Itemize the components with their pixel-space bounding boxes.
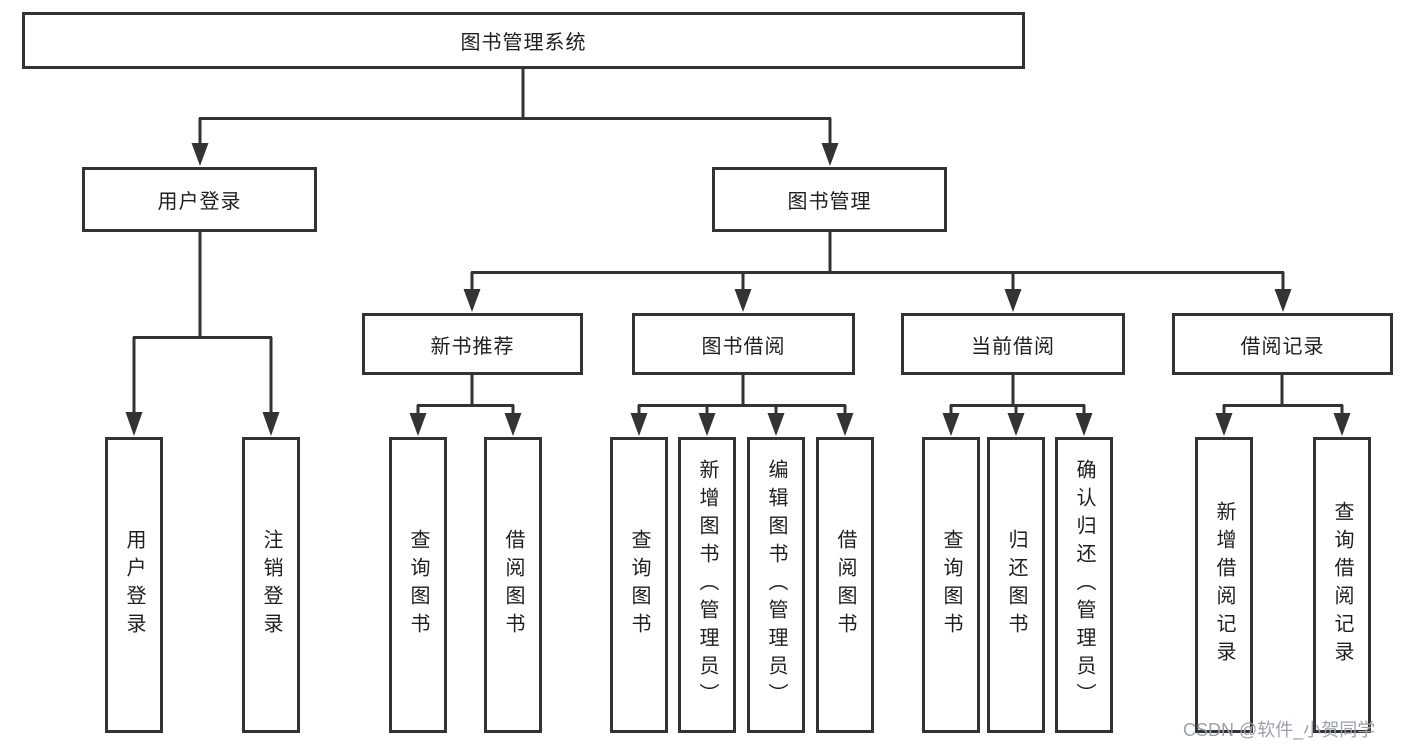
leaf-user-login: 用户登录 [105, 437, 163, 733]
node-root-label: 图书管理系统 [460, 32, 587, 54]
leaf-query-books-3-label: 查询图书 [940, 529, 962, 641]
leaf-confirm-return-admin-label: 确认归还（管理员） [1073, 459, 1095, 711]
leaf-query-borrow-record: 查询借阅记录 [1313, 437, 1371, 733]
node-borrowing-records-label: 借阅记录 [1240, 335, 1325, 358]
node-borrowing-records: 借阅记录 [1172, 313, 1393, 375]
leaf-confirm-return-admin: 确认归还（管理员） [1055, 437, 1113, 733]
node-new-book-recommend-label: 新书推荐 [430, 335, 515, 358]
leaf-logout-label: 注销登录 [260, 529, 282, 641]
node-book-borrowing: 图书借阅 [632, 313, 855, 375]
node-new-book-recommend: 新书推荐 [362, 313, 583, 375]
leaf-query-books-1: 查询图书 [389, 437, 447, 733]
leaf-edit-books-admin: 编辑图书（管理员） [747, 437, 805, 733]
node-current-borrowing-label: 当前借阅 [971, 335, 1055, 358]
leaf-borrow-books-2: 借阅图书 [816, 437, 874, 733]
leaf-borrow-books-1-label: 借阅图书 [502, 529, 524, 641]
node-book-management: 图书管理 [712, 167, 947, 232]
leaf-return-books: 归还图书 [987, 437, 1045, 733]
leaf-borrow-books-1: 借阅图书 [484, 437, 542, 733]
leaf-query-books-1-label: 查询图书 [407, 529, 429, 641]
leaf-user-login-label: 用户登录 [123, 529, 145, 641]
leaf-edit-books-admin-label: 编辑图书（管理员） [765, 459, 787, 711]
leaf-query-books-2-label: 查询图书 [628, 529, 650, 641]
node-book-management-label: 图书管理 [787, 191, 872, 213]
node-root: 图书管理系统 [22, 12, 1025, 69]
node-current-borrowing: 当前借阅 [901, 313, 1125, 375]
leaf-query-books-3: 查询图书 [922, 437, 980, 733]
node-book-borrowing-label: 图书借阅 [701, 335, 786, 358]
leaf-logout: 注销登录 [242, 437, 300, 733]
leaf-return-books-label: 归还图书 [1005, 529, 1027, 641]
leaf-add-borrow-record: 新增借阅记录 [1195, 437, 1253, 733]
node-user-login-label: 用户登录 [157, 191, 242, 213]
leaf-add-borrow-record-label: 新增借阅记录 [1213, 501, 1235, 669]
leaf-query-borrow-record-label: 查询借阅记录 [1331, 501, 1353, 669]
leaf-query-books-2: 查询图书 [610, 437, 668, 733]
leaf-add-books-admin: 新增图书（管理员） [678, 437, 736, 733]
leaf-add-books-admin-label: 新增图书（管理员） [696, 459, 718, 711]
node-user-login: 用户登录 [82, 167, 317, 232]
leaf-borrow-books-2-label: 借阅图书 [834, 529, 856, 641]
watermark: CSDN @软件_小贺同学 [1183, 720, 1376, 740]
